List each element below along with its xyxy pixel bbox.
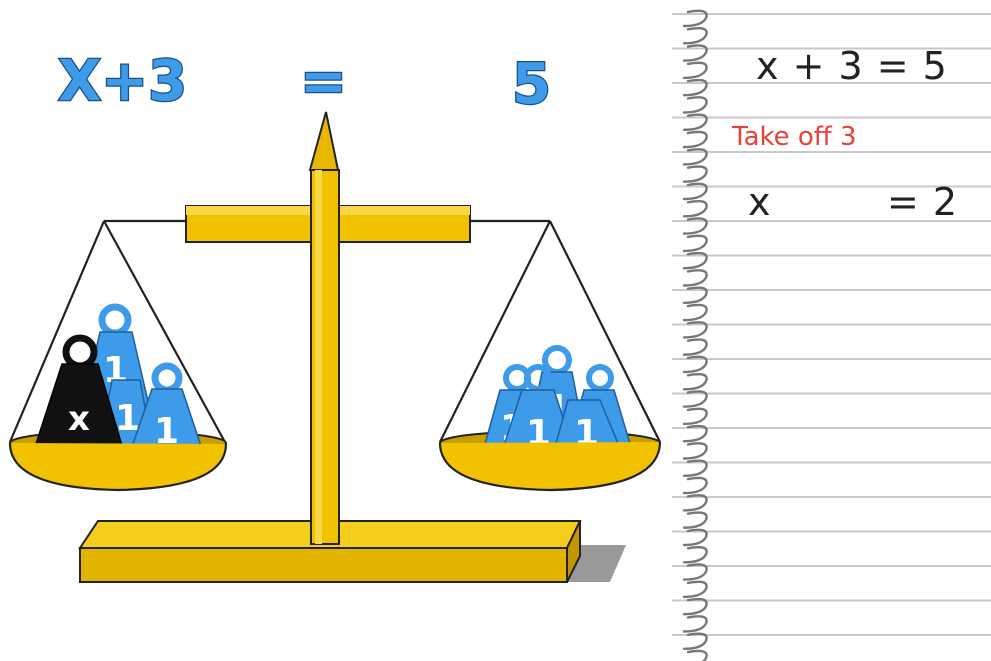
spiral-coil [682,9,708,28]
notebook-page: x + 3 = 5 Take off 3 x = 2 [672,0,991,661]
spiral-coil [682,269,708,287]
spiral-coil [682,390,708,408]
spiral-coil [682,96,708,114]
equation-equals: = [300,49,347,114]
spiral-coil [682,182,708,201]
spiral-coil [682,545,708,564]
spiral-coil [682,199,708,218]
left-pan: 1 1 x 1 [8,303,228,492]
unit-weight-label: 1 [115,398,140,439]
spiral-binding [682,9,708,661]
spiral-coil [682,321,708,339]
spiral-coil [682,580,708,599]
spiral-coil [682,476,708,495]
spiral-coil [682,338,708,356]
right-pan: 1 1 1 1 1 [438,345,662,492]
notebook-result-lhs: x [748,180,772,224]
scale-post [308,111,340,545]
spiral-coil [682,26,708,45]
balance-scale-scene: X+3 = 5 1 1 [8,48,662,583]
spiral-coil [682,459,708,477]
spiral-coil [682,217,708,235]
spiral-coil [682,528,708,547]
notebook-note: Take off 3 [732,122,857,152]
spiral-coil [682,355,708,374]
spiral-coil [682,632,708,650]
spiral-coil [682,494,708,512]
notebook-equation-line: x + 3 = 5 [756,44,948,88]
spiral-coil [682,615,708,633]
spiral-coil [682,61,708,80]
spiral-coil [682,597,708,616]
spiral-coil [682,286,708,304]
equation-lhs: X+3 [58,49,187,114]
spiral-coil [682,78,708,97]
spiral-coil [682,113,708,131]
pan-strings [8,219,661,445]
notebook-result-rhs: = 2 [887,180,959,224]
spiral-coil [682,44,708,62]
spiral-coil [682,511,708,529]
spiral-coil [682,251,708,270]
spiral-coil [682,130,708,149]
spiral-coil [682,424,708,443]
spiral-coil [686,649,708,661]
equation-rhs: 5 [512,52,551,117]
spiral-coil [682,148,708,166]
spiral-coil [682,234,708,253]
notebook-lines [672,9,991,661]
spiral-coil [682,407,708,426]
spiral-coil [682,165,708,183]
spiral-coil [682,442,708,460]
unknown-weight-label: x [68,399,90,439]
spiral-coil [682,563,708,581]
spiral-coil [682,372,708,391]
spiral-coil [682,303,708,322]
